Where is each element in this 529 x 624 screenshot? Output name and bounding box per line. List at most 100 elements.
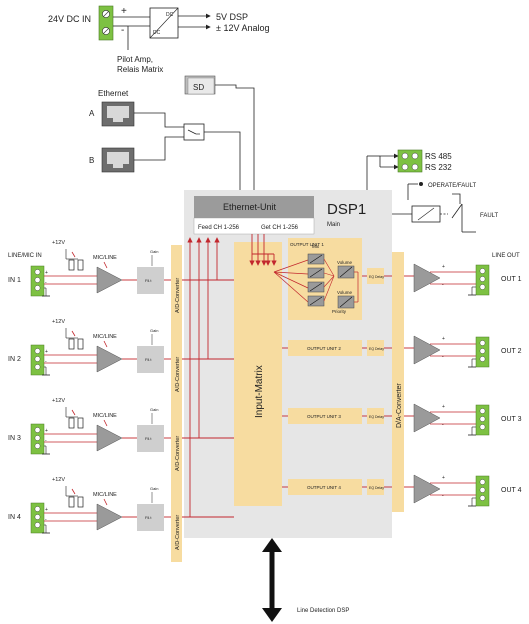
preamp-triangle-1 [96,266,123,294]
terminal-screw [34,277,41,283]
mic-line-switch [103,340,108,348]
terminal-screw [34,356,41,362]
line-mic-in-header: LINE/MIC IN [8,253,42,259]
filter-block-1 [137,267,164,294]
power-input-label: 24V DC IN [48,14,91,24]
filter-label-3: Fil.t [145,436,152,441]
ethernet-title: Ethernet [98,89,129,98]
preamp-triangle-3 [96,424,123,452]
line-out-header: LINE OUT [492,253,520,259]
terminal-screw [479,416,486,422]
input-label-4: IN 4 [8,514,21,521]
output-plus: + [442,336,445,342]
mix-sum-wire [323,275,335,302]
priority-label: Priority [332,309,347,314]
eq-delay-2-label: EQ Delay [369,347,384,351]
terminal-screw [34,285,41,291]
rs485-label: RS 485 [425,152,452,161]
pilot-label-line2: Relais Matrix [117,65,163,74]
filter-label-2: Fil.t [145,357,152,362]
sd-label: SD [193,83,204,92]
eq-delay-3-label: EQ Delay [369,415,384,419]
phantom-switch [71,409,76,416]
converter-bottom-label: DC [153,30,161,36]
matrix-fanout-wire [273,271,309,289]
output-label-1: OUT 1 [501,276,522,283]
phantom-switch [71,330,76,337]
terminal-screw [479,408,486,414]
output-channel-4: +-OUT 4 [282,474,522,507]
terminal-screw [34,522,41,528]
filter-block-3 [137,425,164,452]
terminal-screw [479,479,486,485]
mic-line-label-3: MIC/LINE [93,413,117,419]
output-label-4: OUT 4 [501,487,522,494]
phantom-switch [71,488,76,495]
output-amp-1 [413,263,441,293]
input-matrix-box [234,242,282,506]
mic-line-switch [103,419,108,427]
dsp-subtitle: Main [327,222,340,228]
output-channel-3: +-OUT 3 [282,403,522,436]
matrix-fanout-wire [273,271,309,275]
ad-converter-label-1: A/D-Converter [175,278,181,313]
output-minus: - [442,422,444,428]
output-plus: + [442,264,445,270]
resistor-minus [77,259,84,271]
eq-delay-4-box [367,479,384,495]
fader-slash [309,254,323,264]
power-terminal [98,5,114,41]
ethernet-switch [183,123,205,141]
fault-label: FAULT [480,213,499,219]
line-detection-arrow [262,538,282,622]
ethernet-unit-box [194,196,314,218]
ethernet-port-a-label: A [89,109,95,118]
mix-sum-wire [323,272,335,277]
rs232-label: RS 232 [425,163,452,172]
filter-block-2 [137,346,164,373]
terminal-screw [479,276,486,282]
mic-line-switch [103,498,108,506]
filter-block-4 [137,504,164,531]
volume-bottom-label: Volume [337,290,353,295]
output-amp-2 [413,335,441,365]
mix-label: Mix [312,244,320,249]
eq-delay-1-label: EQ Delay [369,275,384,279]
output-label-3: OUT 3 [501,416,522,423]
power-plus: + [121,6,127,17]
output-unit-3-box [288,408,362,424]
fader-slash [339,296,353,308]
da-converter-box [392,252,404,512]
gain-label-4: Gain [150,486,158,491]
eq-delay-4-label: EQ Delay [369,486,384,490]
input-minus: - [45,438,47,444]
da-converter-label: D/A-Converter [396,383,403,428]
input-plus: + [45,270,48,276]
terminal-screw [479,340,486,346]
fader-slash [309,282,323,292]
resistor-minus [77,417,84,429]
input-matrix-label: Input-Matrix [254,365,265,418]
input-minus: - [45,280,47,286]
dsp-title: DSP1 [327,201,366,218]
input-minus: - [45,359,47,365]
ethernet-port-b-label: B [89,156,94,165]
ad-converter-box-3 [171,403,182,483]
preamp-triangle-4 [96,503,123,531]
fader-slash [339,266,353,278]
ad-converter-box-2 [171,324,182,404]
fader-slash [309,268,323,278]
terminal-screw [479,424,486,430]
ethernet-port-b [101,147,135,173]
get-ch-label: Get CH 1-256 [261,225,299,231]
resistor-plus [68,338,75,350]
ethernet-port-a [101,101,135,127]
power-out-5v: 5V DSP [216,12,248,22]
gain-label-1: Gain [150,249,158,254]
input-label-2: IN 2 [8,356,21,363]
operate-fault-label: OPERATE/FAULT [428,183,476,189]
